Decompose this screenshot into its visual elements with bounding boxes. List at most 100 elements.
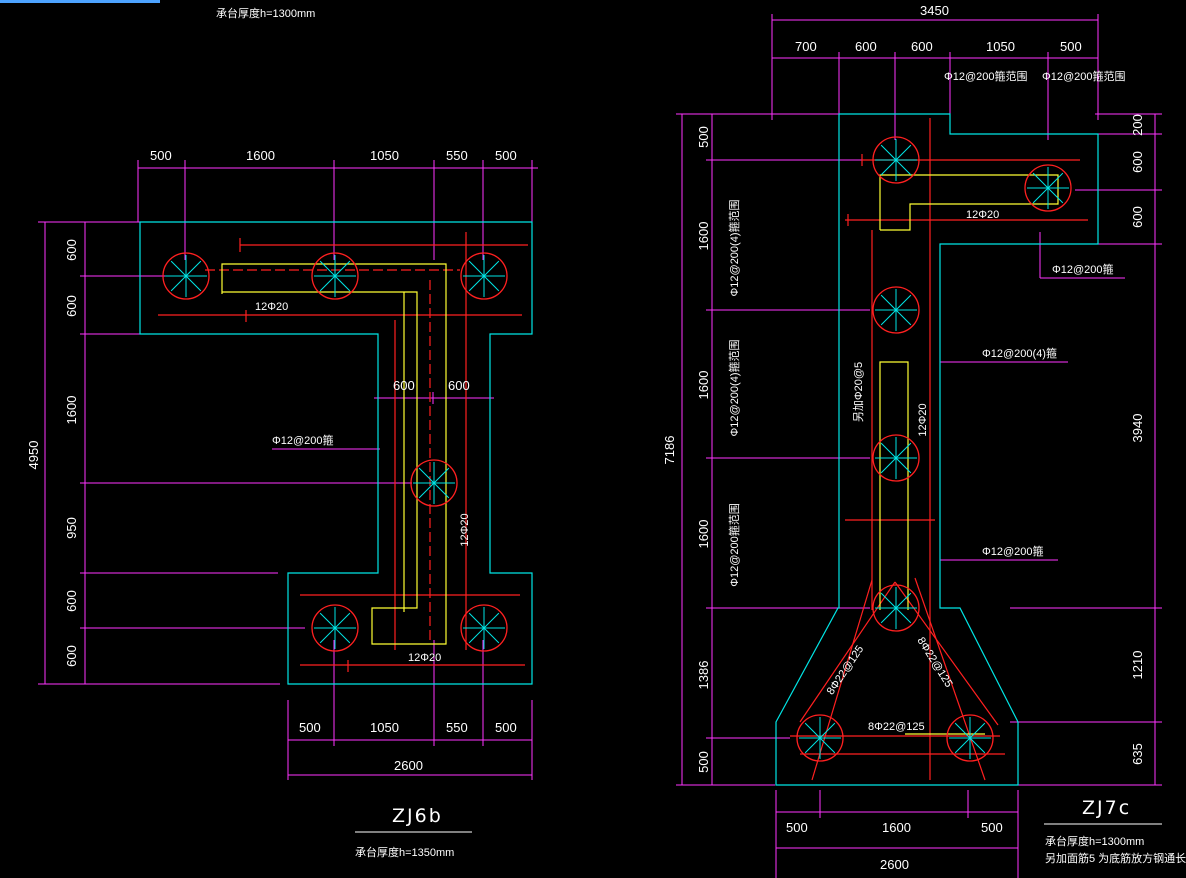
dim-label: 500 — [981, 820, 1003, 835]
pile-icon — [311, 604, 359, 652]
rebar-label: 8Φ22@125 — [868, 721, 925, 733]
dim-total: 3450 — [920, 3, 949, 18]
dim-total: 2600 — [880, 857, 909, 872]
rebar-label: 12Φ20 — [917, 403, 929, 436]
zj6b-bars — [221, 263, 447, 645]
zj6b-drawing — [38, 160, 538, 780]
range-note: Φ12@200箍范围 — [1042, 69, 1126, 83]
dim-label: 1600 — [696, 520, 711, 549]
dim-label: 1600 — [696, 371, 711, 400]
dim-label: 500 — [696, 751, 711, 773]
pile-icon — [946, 714, 994, 762]
zj7c-drawing — [676, 14, 1162, 878]
pile-icon — [872, 584, 920, 632]
dim-label: 1050 — [986, 39, 1015, 54]
dim-label: 1600 — [246, 148, 275, 163]
dim-label: 550 — [446, 720, 468, 735]
zj6b-rebars — [158, 232, 528, 672]
zj6b-bottom-note: 承台厚度h=1350mm — [355, 845, 454, 859]
zj7c-note: 另加面筋5 为底筋放方钢通长面筋间距 — [1045, 851, 1186, 865]
dim-label: 500 — [299, 720, 321, 735]
zj6b-bottom-dimension-labels: 500 1050 550 500 2600 — [299, 720, 517, 773]
zj7c-title: ZJ7c — [1082, 797, 1131, 819]
range-note: Φ12@200(4)箍范围 — [727, 340, 741, 437]
stirrup-note: Φ12@200(4)箍 — [982, 346, 1057, 360]
selection-bar — [0, 0, 160, 3]
pile-icon — [162, 252, 210, 300]
pile-icon — [872, 434, 920, 482]
dim-total: 7186 — [662, 436, 677, 465]
zj7c-note: 承台厚度h=1300mm — [1045, 834, 1144, 848]
dim-total: 4950 — [26, 441, 41, 470]
dim-label: 635 — [1130, 743, 1145, 765]
zj6b-left-dimension-labels: 600 600 1600 950 600 600 4950 — [26, 239, 79, 667]
dim-label: 1050 — [370, 148, 399, 163]
dim-label: 600 — [64, 645, 79, 667]
zj7c-cap-outline — [775, 113, 1099, 786]
zj6b-title: ZJ6b — [392, 805, 443, 827]
pile-icon — [1024, 164, 1072, 212]
pile-icon — [311, 252, 359, 300]
dim-label: 1210 — [1130, 651, 1145, 680]
dim-label: 200 — [1130, 114, 1145, 136]
dim-label: 1386 — [696, 661, 711, 690]
dim-label: 950 — [64, 517, 79, 539]
dim-label: 3940 — [1130, 414, 1145, 443]
rebar-label: 12Φ20 — [459, 513, 471, 546]
dim-label: 1600 — [64, 396, 79, 425]
dim-label: 600 — [1130, 151, 1145, 173]
pile-icon — [410, 459, 458, 507]
dim-label: 500 — [1060, 39, 1082, 54]
zj7c-top-dimension-labels: 700 600 600 1050 500 — [795, 39, 1082, 54]
dim-label: 500 — [786, 820, 808, 835]
zj7c-piles — [796, 136, 1072, 762]
dim-label: 600 — [64, 295, 79, 317]
range-note: Φ12@200(4)箍范围 — [727, 200, 741, 297]
stirrup-note: Φ12@200箍 — [272, 433, 334, 447]
pile-icon — [796, 714, 844, 762]
dim-label: 500 — [495, 148, 517, 163]
dim-label: 600 — [1130, 206, 1145, 228]
pile-icon — [460, 252, 508, 300]
zj6b-cap-outline — [139, 221, 533, 685]
rebar-label: 8Φ22@125 — [914, 635, 954, 689]
zj7c-right-dimension-labels: 200 600 600 3940 1210 635 — [1130, 114, 1145, 765]
dim-label: 550 — [446, 148, 468, 163]
zj7c-bottom-dimension-labels: 500 1600 500 2600 — [786, 820, 1003, 872]
zj7c-dimension-lines — [676, 14, 1162, 878]
dim-label: 1050 — [370, 720, 399, 735]
zj6b-top-dimension-labels: 500 1600 1050 550 500 — [150, 148, 517, 163]
zj6b-top-note: 承台厚度h=1300mm — [216, 6, 315, 20]
zj7c-rebars — [790, 118, 1088, 781]
zj7c-bars — [879, 174, 1059, 735]
dim-label: 500 — [495, 720, 517, 735]
dim-label: 600 — [64, 590, 79, 612]
dim-label: 600 — [64, 239, 79, 261]
stirrup-note: Φ12@200箍 — [1052, 262, 1114, 276]
dim-label: 600 — [911, 39, 933, 54]
pile-icon — [460, 604, 508, 652]
rebar-label: 12Φ20 — [966, 209, 999, 221]
inner-dim-label: 600 — [393, 378, 415, 393]
inner-dim-label: 600 — [448, 378, 470, 393]
rebar-label: 另加Φ20@5 — [852, 362, 865, 422]
dim-label: 1600 — [882, 820, 911, 835]
dim-total: 2600 — [394, 758, 423, 773]
zj7c-left-dimension-labels: 500 1600 1600 1600 1386 500 7186 — [662, 126, 711, 773]
pile-icon — [872, 136, 920, 184]
dim-label: 500 — [696, 126, 711, 148]
rebar-label: 12Φ20 — [255, 301, 288, 313]
rebar-label: 8Φ22@125 — [825, 643, 867, 697]
dim-label: 700 — [795, 39, 817, 54]
rebar-label: 12Φ20 — [408, 652, 441, 664]
zj6b-piles — [162, 252, 508, 652]
pile-icon — [872, 286, 920, 334]
dim-label: 500 — [150, 148, 172, 163]
range-note: Φ12@200箍范围 — [944, 69, 1028, 83]
dim-label: 600 — [855, 39, 877, 54]
dim-label: 1600 — [696, 222, 711, 251]
range-note: Φ12@200箍范围 — [727, 503, 741, 587]
zj6b-dimension-lines — [38, 160, 538, 780]
stirrup-note: Φ12@200箍 — [982, 544, 1044, 558]
